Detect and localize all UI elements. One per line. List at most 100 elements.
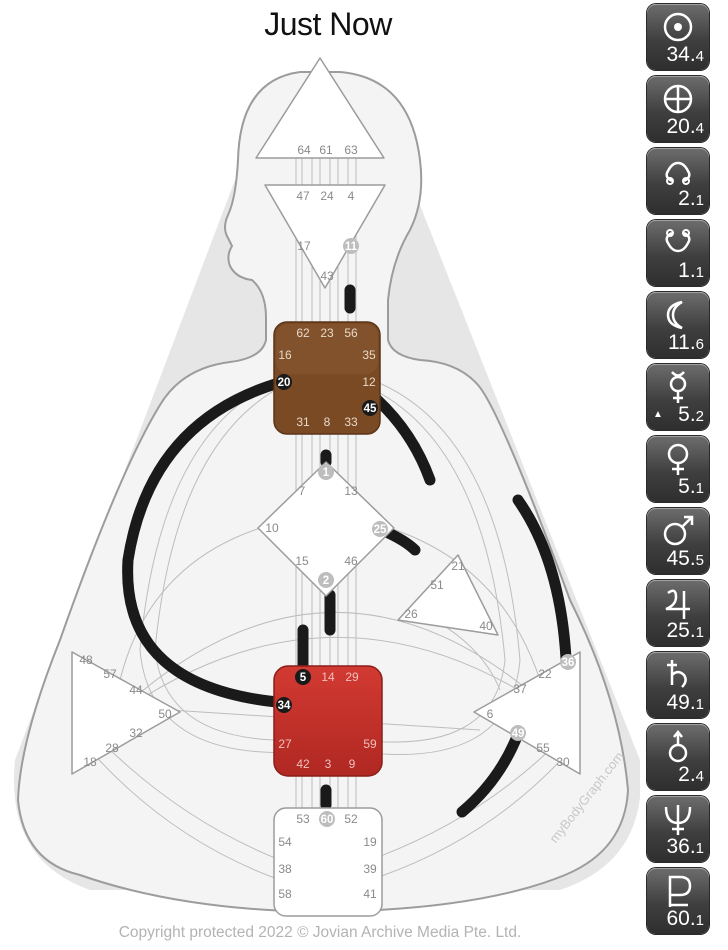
- svg-text:23: 23: [320, 326, 334, 340]
- svg-text:51: 51: [430, 578, 444, 592]
- venus-icon: [667, 443, 689, 475]
- spleen-center: [71, 651, 181, 775]
- svg-text:7: 7: [299, 484, 306, 498]
- sacral-center: [273, 665, 383, 777]
- earth-icon: [663, 84, 693, 114]
- channel-20-34: [122, 376, 294, 709]
- svg-text:33: 33: [344, 415, 358, 429]
- svg-text:15: 15: [295, 554, 309, 568]
- svg-text:48: 48: [79, 653, 93, 667]
- svg-text:61: 61: [319, 143, 333, 157]
- uranus-icon: [668, 729, 688, 763]
- mercury-icon: [669, 371, 687, 403]
- saturn-icon: [667, 660, 687, 688]
- south-node-icon: [665, 229, 691, 253]
- mars-icon: [663, 515, 694, 546]
- svg-text:24: 24: [320, 189, 334, 203]
- channel-49: [456, 728, 524, 818]
- svg-text:34: 34: [278, 700, 291, 712]
- svg-text:27: 27: [278, 737, 292, 751]
- root-center: [273, 807, 383, 917]
- svg-text:38: 38: [278, 862, 292, 876]
- planet-saturn[interactable]: 49.1: [647, 652, 709, 718]
- copyright-notice: Copyright protected 2022 © Jovian Archiv…: [118, 924, 522, 941]
- svg-text:60: 60: [321, 814, 334, 826]
- planet-neptune[interactable]: 36.1: [647, 796, 709, 862]
- planet-south-node[interactable]: 1.1: [647, 220, 709, 286]
- planet-uranus[interactable]: 2.4: [647, 724, 709, 790]
- planet-earth[interactable]: 20.4: [647, 76, 709, 142]
- svg-text:21: 21: [451, 559, 465, 573]
- svg-text:8: 8: [324, 415, 331, 429]
- svg-text:9: 9: [349, 757, 356, 771]
- planet-north-node[interactable]: 2.1: [647, 148, 709, 214]
- svg-text:36: 36: [562, 657, 575, 669]
- svg-text:26: 26: [404, 607, 418, 621]
- svg-text:5: 5: [300, 672, 307, 684]
- svg-text:19: 19: [363, 835, 377, 849]
- body-graph: 64 61 63 47 24 4 17 11 43 62 23 56 16 35…: [14, 57, 640, 917]
- svg-text:43: 43: [320, 269, 334, 283]
- svg-text:16: 16: [278, 348, 292, 362]
- svg-text:22: 22: [538, 667, 552, 681]
- svg-text:41: 41: [363, 887, 377, 901]
- head-center: [255, 57, 385, 159]
- north-node-icon: [665, 161, 691, 185]
- svg-text:45: 45: [364, 403, 377, 415]
- planet-jupiter[interactable]: 25.1: [647, 580, 709, 646]
- svg-text:11: 11: [345, 241, 358, 253]
- svg-text:47: 47: [296, 189, 310, 203]
- svg-text:3: 3: [325, 757, 332, 771]
- retrograde-marker: ▲: [653, 408, 663, 420]
- svg-text:63: 63: [344, 143, 358, 157]
- heart-center: [397, 554, 499, 636]
- pluto-icon: [668, 875, 692, 907]
- svg-text:52: 52: [344, 812, 358, 826]
- svg-text:53: 53: [296, 812, 310, 826]
- svg-text:2: 2: [323, 575, 329, 587]
- svg-text:50: 50: [158, 707, 172, 721]
- svg-text:54: 54: [278, 835, 292, 849]
- svg-text:31: 31: [296, 415, 310, 429]
- svg-text:14: 14: [321, 670, 335, 684]
- jupiter-icon: [665, 589, 690, 619]
- svg-text:32: 32: [129, 726, 143, 740]
- planet-venus[interactable]: 5.1: [647, 436, 709, 502]
- svg-text:58: 58: [278, 887, 292, 901]
- svg-text:56: 56: [344, 326, 358, 340]
- svg-text:6: 6: [487, 707, 494, 721]
- svg-text:35: 35: [362, 348, 376, 362]
- svg-text:59: 59: [363, 737, 377, 751]
- svg-text:46: 46: [344, 554, 358, 568]
- svg-text:1: 1: [323, 467, 330, 479]
- page-title: Just Now: [264, 6, 392, 42]
- svg-text:40: 40: [479, 619, 493, 633]
- svg-text:39: 39: [363, 862, 377, 876]
- svg-text:13: 13: [344, 484, 358, 498]
- svg-text:57: 57: [103, 667, 117, 681]
- svg-text:49: 49: [512, 728, 525, 740]
- planet-sun[interactable]: 34.4: [647, 4, 709, 70]
- svg-text:37: 37: [513, 682, 527, 696]
- svg-text:55: 55: [536, 741, 550, 755]
- planet-moon[interactable]: 11.6: [647, 292, 709, 358]
- moon-icon: [666, 300, 683, 330]
- svg-text:44: 44: [129, 683, 143, 697]
- planet-mercury[interactable]: ▲ 5.2: [647, 364, 709, 430]
- svg-text:25: 25: [374, 524, 387, 536]
- planet-column: 34.4 20.4 2.1 1.1 11.6 ▲ 5.2 5.1 45.5 25…: [647, 4, 709, 940]
- svg-text:42: 42: [296, 757, 310, 771]
- svg-text:62: 62: [296, 326, 310, 340]
- svg-text:29: 29: [345, 670, 359, 684]
- ajna-center: [264, 184, 386, 289]
- planet-mars[interactable]: 45.5: [647, 508, 709, 574]
- planet-pluto[interactable]: 60.1: [647, 868, 709, 934]
- svg-text:4: 4: [348, 189, 355, 203]
- svg-text:28: 28: [105, 741, 119, 755]
- neptune-icon: [664, 805, 692, 835]
- channel-36: [512, 494, 572, 664]
- g-center: [257, 461, 395, 597]
- svg-text:17: 17: [297, 239, 311, 253]
- sun-icon: [663, 12, 693, 42]
- svg-text:20: 20: [278, 377, 291, 389]
